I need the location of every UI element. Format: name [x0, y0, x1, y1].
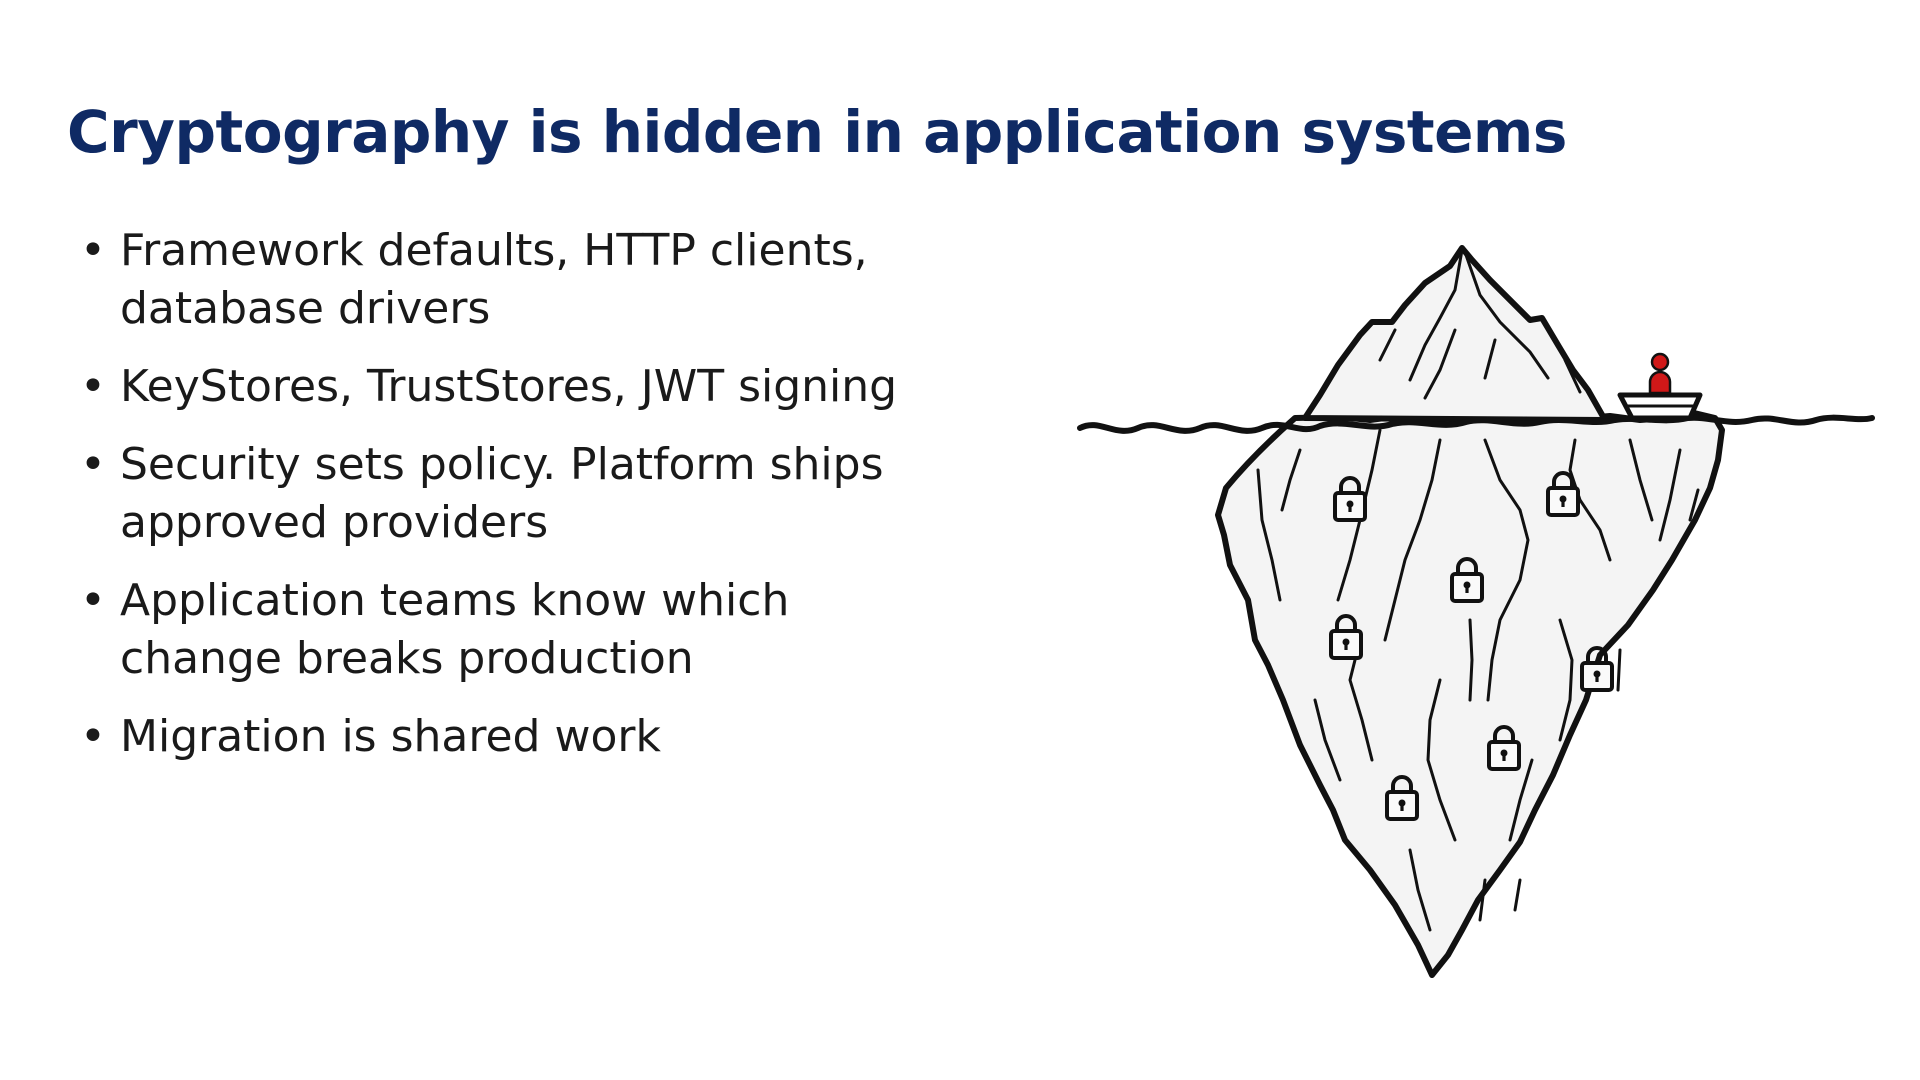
bullet-item: • Application teams know which change br… [80, 572, 940, 688]
bullet-text: KeyStores, TrustStores, JWT signing [120, 361, 898, 412]
bullet-dot: • [80, 711, 106, 762]
iceberg-illustration [1077, 245, 1875, 978]
bullet-text: Migration is shared work [120, 711, 661, 762]
person-body [1648, 370, 1672, 395]
person-head [1650, 352, 1670, 372]
bullet-text: Application teams know which change brea… [120, 575, 790, 684]
bullet-item: • Migration is shared work [80, 708, 940, 766]
bullet-item: • KeyStores, TrustStores, JWT signing [80, 358, 940, 416]
bullet-dot: • [80, 361, 106, 412]
bullet-item: • Security sets policy. Platform ships a… [80, 436, 940, 552]
bullet-text: Framework defaults, HTTP clients, databa… [120, 225, 868, 334]
bullet-dot: • [80, 225, 106, 276]
bullet-dot: • [80, 439, 106, 490]
sea-surface-line [1077, 414, 1875, 434]
bullet-list: • Framework defaults, HTTP clients, data… [80, 222, 940, 786]
peak-cracks [1378, 248, 1582, 400]
slide-title: Cryptography is hidden in application sy… [67, 98, 1567, 166]
bullet-item: • Framework defaults, HTTP clients, data… [80, 222, 940, 338]
bullet-text: Security sets policy. Platform ships app… [120, 439, 884, 548]
bullet-dot: • [80, 575, 106, 626]
